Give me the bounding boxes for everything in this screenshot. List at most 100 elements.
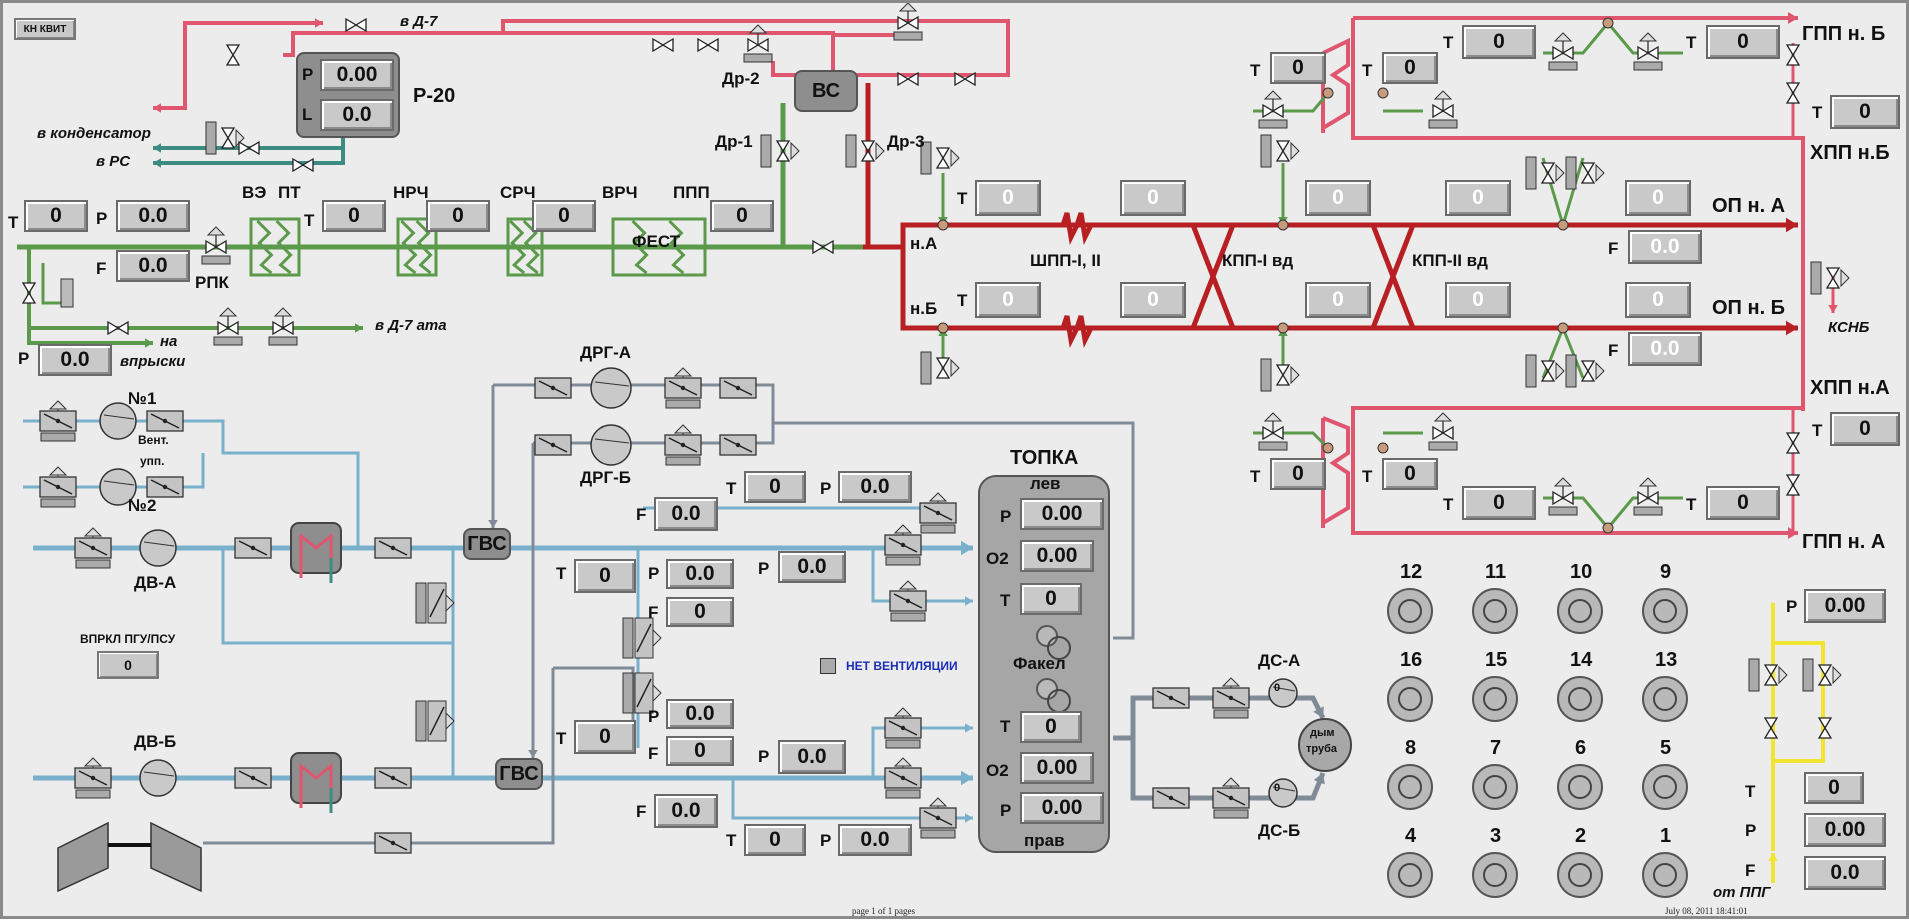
control-valve-icon[interactable]: [1271, 425, 1284, 441]
control-valve-icon[interactable]: [1540, 369, 1556, 382]
actuator-icon[interactable]: [898, 3, 918, 12]
control-valve-icon[interactable]: [1540, 162, 1556, 175]
actuator-icon[interactable]: [893, 31, 923, 41]
valve-icon[interactable]: [1785, 483, 1801, 496]
burner-12[interactable]: [1387, 588, 1433, 634]
fan-icon[interactable]: [590, 367, 632, 409]
actuator-icon[interactable]: [920, 141, 932, 175]
valve-icon[interactable]: [697, 37, 710, 53]
actuator-icon[interactable]: [268, 336, 298, 346]
fan-icon[interactable]: [1268, 778, 1298, 808]
control-valve-icon[interactable]: [1540, 360, 1556, 373]
valve-icon[interactable]: [225, 44, 241, 57]
actuator-icon[interactable]: [1810, 261, 1822, 295]
valve-icon[interactable]: [21, 291, 37, 304]
valve-icon[interactable]: [1785, 441, 1801, 454]
actuator-icon[interactable]: [205, 121, 217, 155]
actuator-icon[interactable]: [743, 53, 773, 63]
actuator-icon[interactable]: [48, 466, 68, 476]
actuator-icon[interactable]: [1258, 119, 1288, 129]
valve-icon[interactable]: [821, 239, 834, 255]
fan-icon[interactable]: [139, 529, 177, 567]
actuator-icon[interactable]: [48, 400, 68, 410]
actuator-icon[interactable]: [1525, 156, 1537, 190]
actuator-icon[interactable]: [75, 789, 111, 799]
burner-9[interactable]: [1642, 588, 1688, 634]
actuator-icon[interactable]: [928, 492, 948, 502]
control-valve-icon[interactable]: [1763, 664, 1779, 677]
actuator-icon[interactable]: [1221, 677, 1241, 687]
burner-2[interactable]: [1557, 852, 1603, 898]
control-valve-icon[interactable]: [906, 15, 919, 31]
fan-icon[interactable]: [1268, 678, 1298, 708]
actuator-icon[interactable]: [1213, 709, 1249, 719]
burner-8[interactable]: [1387, 764, 1433, 810]
valve-icon[interactable]: [661, 37, 674, 53]
actuator-icon[interactable]: [1290, 365, 1300, 385]
control-valve-icon[interactable]: [935, 147, 951, 160]
burner-5[interactable]: [1642, 764, 1688, 810]
actuator-icon[interactable]: [1553, 32, 1573, 42]
actuator-icon[interactable]: [920, 351, 932, 385]
valve-icon[interactable]: [292, 157, 305, 173]
control-valve-icon[interactable]: [1271, 103, 1284, 119]
actuator-icon[interactable]: [1263, 412, 1283, 422]
actuator-icon[interactable]: [1525, 354, 1537, 388]
actuator-icon[interactable]: [950, 148, 960, 168]
control-valve-icon[interactable]: [935, 156, 951, 169]
valve-icon[interactable]: [1785, 82, 1801, 95]
control-valve-icon[interactable]: [756, 37, 769, 53]
actuator-icon[interactable]: [893, 524, 913, 534]
actuator-icon[interactable]: [1553, 477, 1573, 487]
valve-icon[interactable]: [1785, 53, 1801, 66]
burner-14[interactable]: [1557, 676, 1603, 722]
actuator-icon[interactable]: [885, 789, 921, 799]
control-valve-icon[interactable]: [1580, 360, 1596, 373]
actuator-icon[interactable]: [1263, 90, 1283, 100]
control-valve-icon[interactable]: [220, 127, 236, 140]
actuator-icon[interactable]: [893, 757, 913, 767]
control-valve-icon[interactable]: [1646, 45, 1659, 61]
actuator-icon[interactable]: [1428, 119, 1458, 129]
actuator-icon[interactable]: [213, 336, 243, 346]
actuator-icon[interactable]: [1555, 361, 1565, 381]
actuator-icon[interactable]: [1832, 665, 1842, 685]
actuator-icon[interactable]: [1595, 163, 1605, 183]
control-valve-icon[interactable]: [1580, 369, 1596, 382]
valve-icon[interactable]: [1817, 726, 1833, 739]
control-valve-icon[interactable]: [1817, 673, 1833, 686]
actuator-icon[interactable]: [1213, 809, 1249, 819]
control-valve-icon[interactable]: [1275, 373, 1291, 386]
control-valve-icon[interactable]: [1262, 103, 1275, 119]
actuator-icon[interactable]: [1548, 506, 1578, 516]
valve-icon[interactable]: [1785, 44, 1801, 57]
actuator-icon[interactable]: [1260, 358, 1272, 392]
actuator-icon[interactable]: [652, 683, 662, 703]
control-valve-icon[interactable]: [1817, 664, 1833, 677]
valve-icon[interactable]: [1785, 432, 1801, 445]
control-valve-icon[interactable]: [775, 149, 791, 162]
actuator-icon[interactable]: [1548, 61, 1578, 71]
control-valve-icon[interactable]: [220, 136, 236, 149]
control-valve-icon[interactable]: [1637, 45, 1650, 61]
actuator-icon[interactable]: [415, 582, 427, 624]
burner-7[interactable]: [1472, 764, 1518, 810]
actuator-icon[interactable]: [928, 797, 948, 807]
control-valve-icon[interactable]: [1561, 490, 1574, 506]
actuator-icon[interactable]: [40, 498, 76, 508]
actuator-icon[interactable]: [1638, 32, 1658, 42]
actuator-icon[interactable]: [1778, 665, 1788, 685]
control-valve-icon[interactable]: [1552, 490, 1565, 506]
valve-icon[interactable]: [238, 140, 251, 156]
burner-6[interactable]: [1557, 764, 1603, 810]
control-valve-icon[interactable]: [1432, 103, 1445, 119]
control-valve-icon[interactable]: [281, 320, 294, 336]
actuator-icon[interactable]: [206, 226, 226, 236]
actuator-icon[interactable]: [950, 358, 960, 378]
actuator-icon[interactable]: [920, 524, 956, 534]
actuator-icon[interactable]: [1638, 477, 1658, 487]
actuator-icon[interactable]: [760, 134, 772, 168]
burner-13[interactable]: [1642, 676, 1688, 722]
control-valve-icon[interactable]: [1825, 276, 1841, 289]
actuator-icon[interactable]: [1433, 90, 1453, 100]
